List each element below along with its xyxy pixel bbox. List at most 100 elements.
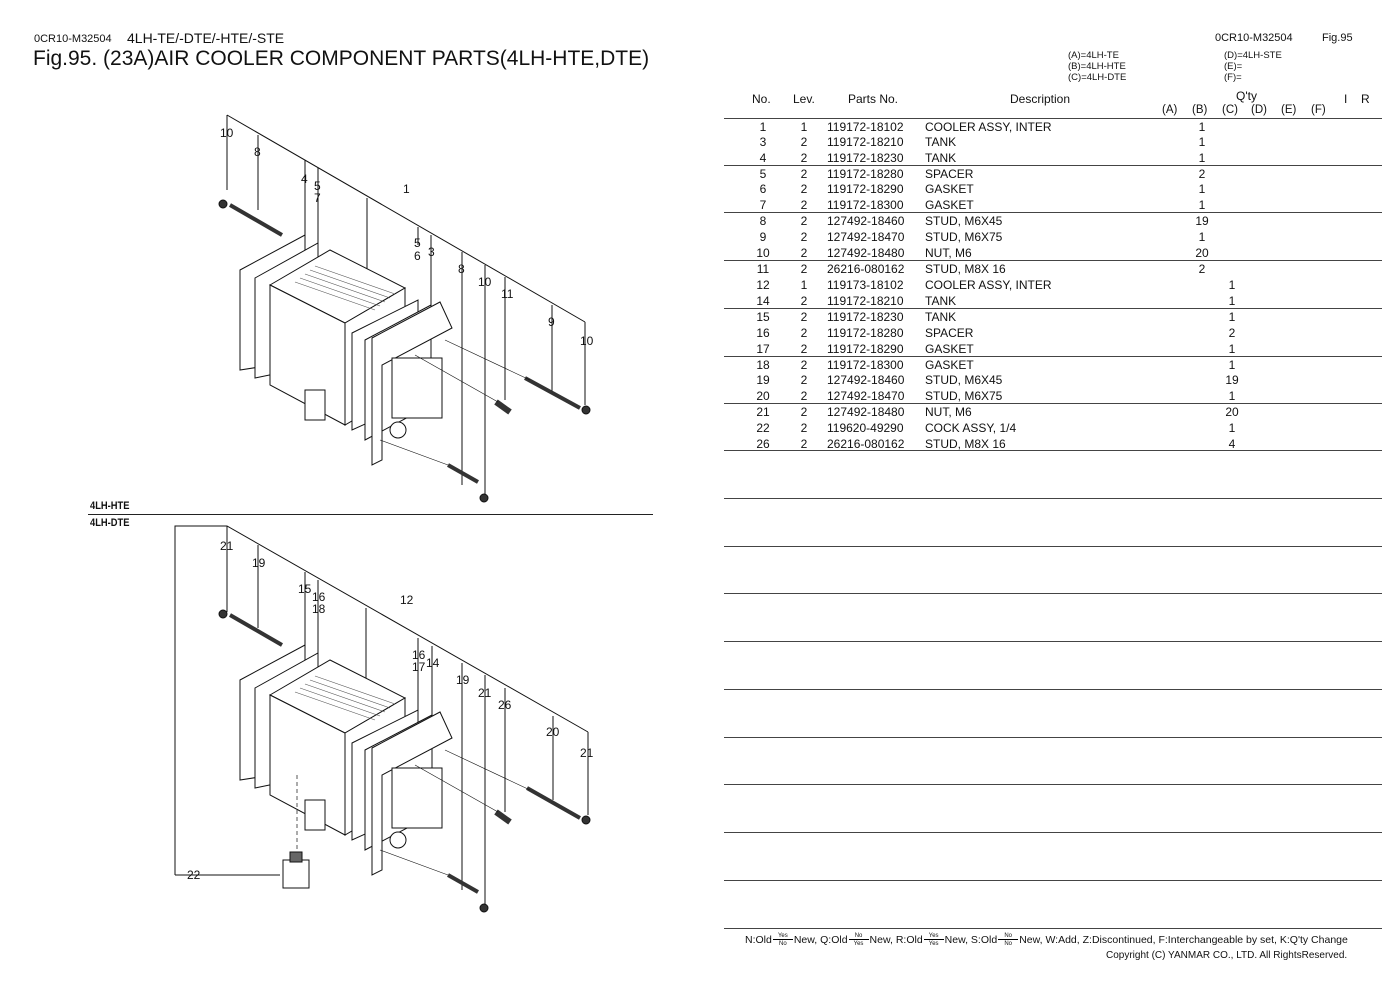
header-r: R — [1361, 92, 1370, 106]
cell-no: 12 — [756, 278, 770, 292]
row-divider — [724, 260, 1382, 261]
callout: 16 — [312, 590, 326, 604]
cell-lev: 2 — [800, 167, 808, 181]
header-qty: Q'ty — [1236, 89, 1257, 103]
legend-tail: W:Add, Z:Discontinued, F:Interchangeable… — [1045, 934, 1348, 946]
cell-no: 16 — [756, 326, 770, 340]
cell-description: STUD, M8X 16 — [925, 262, 1006, 276]
cell-qty-c: 1 — [1228, 389, 1236, 403]
legend-old-label: S:Old — [970, 934, 998, 946]
cell-qty-c: 1 — [1228, 358, 1236, 372]
cell-description: GASKET — [925, 198, 974, 212]
callout-labels: 10 8 4 5 7 1 5 6 3 8 10 11 9 10 — [220, 126, 594, 348]
table-header-rule — [724, 118, 1382, 119]
cell-lev: 2 — [800, 437, 808, 451]
cell-parts-no: 127492-18470 — [827, 389, 905, 403]
cell-lev: 2 — [800, 342, 808, 356]
model-key-f: (F)= — [1224, 72, 1242, 83]
legend-new-label: New, — [793, 934, 818, 946]
cell-qty-b: 1 — [1198, 230, 1206, 244]
cell-parts-no: 119172-18290 — [827, 182, 904, 196]
row-divider — [724, 450, 1382, 451]
model-key-d: (D)=4LH-STE — [1224, 50, 1282, 61]
legend-new-label: New, — [869, 934, 893, 946]
cell-parts-no: 119172-18280 — [827, 167, 904, 181]
cell-parts-no: 127492-18480 — [827, 246, 905, 260]
cell-parts-no: 127492-18480 — [827, 405, 905, 419]
blank-row-divider — [724, 737, 1382, 738]
model-key-a: (A)=4LH-TE — [1068, 50, 1119, 61]
cell-description: SPACER — [925, 326, 974, 340]
cell-qty-c: 1 — [1228, 294, 1236, 308]
row-divider — [724, 165, 1382, 166]
cell-lev: 2 — [800, 214, 808, 228]
cell-qty-b: 20 — [1195, 246, 1209, 260]
callout: 7 — [314, 191, 321, 205]
cell-description: COOLER ASSY, INTER — [925, 278, 1052, 292]
cell-no: 11 — [756, 262, 770, 276]
cell-parts-no: 119172-18210 — [827, 294, 904, 308]
header-col-a: (A) — [1162, 104, 1178, 116]
header-col-b: (B) — [1192, 104, 1208, 116]
figure-number-right: Fig.95 — [1322, 32, 1353, 44]
blank-row-divider — [724, 880, 1382, 881]
cell-description: TANK — [925, 310, 957, 324]
callout: 10 — [220, 126, 234, 140]
cell-description: TANK — [925, 294, 957, 308]
callout: 26 — [498, 698, 512, 712]
cell-lev: 2 — [800, 405, 808, 419]
cell-description: NUT, M6 — [925, 405, 972, 419]
callout: 21 — [478, 686, 492, 700]
cell-lev: 2 — [800, 182, 808, 196]
cell-parts-no: 26216-080162 — [827, 262, 905, 276]
cell-qty-b: 1 — [1198, 120, 1206, 134]
legend-old-label: Q:Old — [820, 934, 848, 946]
callout: 10 — [580, 334, 594, 348]
copyright: Copyright (C) YANMAR CO., LTD. All Right… — [1106, 950, 1348, 961]
callout: 6 — [414, 249, 421, 263]
callout: 16 — [412, 648, 426, 662]
callout: 15 — [298, 582, 312, 596]
callout: 18 — [312, 602, 326, 616]
cell-qty-c: 1 — [1228, 421, 1236, 435]
cell-lev: 2 — [800, 198, 808, 212]
exploded-diagram-dte: 21 19 15 16 18 12 16 17 14 19 21 26 20 2… — [174, 525, 594, 913]
callout: 5 — [414, 236, 421, 250]
cell-no: 7 — [759, 198, 767, 212]
callout: 1 — [403, 182, 410, 196]
cell-lev: 1 — [800, 278, 808, 292]
cell-parts-no: 119172-18102 — [827, 120, 904, 134]
cell-parts-no: 127492-18470 — [827, 230, 905, 244]
cell-description: STUD, M6X75 — [925, 389, 1003, 403]
cell-parts-no: 119172-18210 — [827, 135, 904, 149]
header-col-c: (C) — [1222, 104, 1238, 116]
callout: 21 — [220, 539, 234, 553]
callout: 11 — [501, 287, 514, 301]
callout: 3 — [428, 245, 435, 259]
cell-no: 18 — [756, 358, 770, 372]
cell-parts-no: 119620-49290 — [827, 421, 904, 435]
cell-parts-no: 119172-18300 — [827, 198, 904, 212]
header-i: I — [1344, 92, 1348, 106]
callout: 19 — [252, 556, 266, 570]
cell-lev: 2 — [800, 310, 808, 324]
blank-row-divider — [724, 832, 1382, 833]
cell-qty-b: 1 — [1198, 135, 1206, 149]
cell-no: 26 — [756, 437, 770, 451]
